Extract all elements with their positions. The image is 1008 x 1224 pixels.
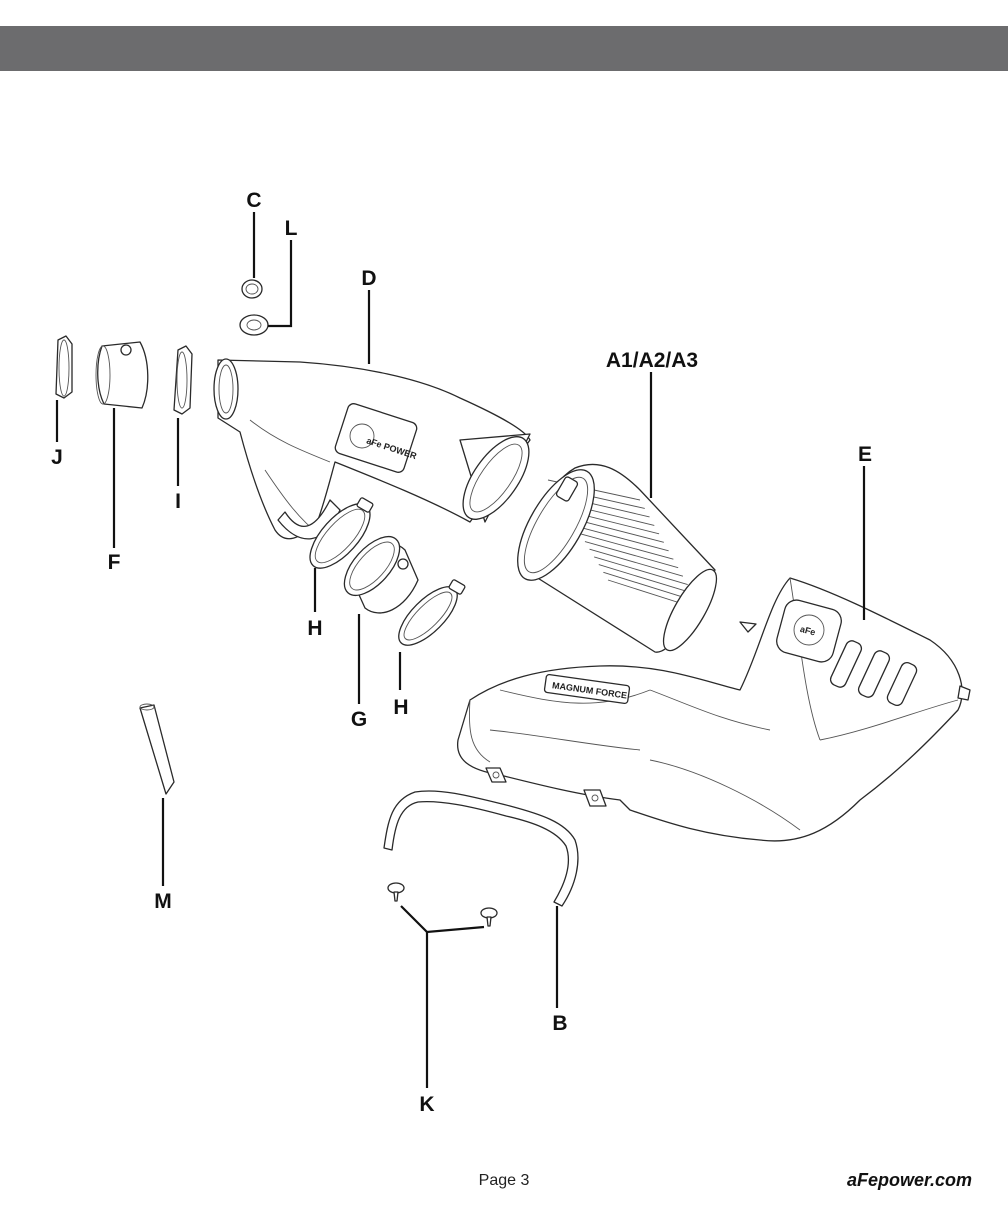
page-number: Page 3: [478, 1172, 530, 1189]
header-bar: [0, 26, 1008, 71]
callout-f: F: [108, 551, 121, 574]
part-j-ring: [55, 335, 73, 399]
callout-l: L: [285, 217, 298, 240]
part-i-ring: [173, 345, 193, 415]
callout-labels: C L D A1/A2/A3 E J F I H G H M B K: [51, 189, 872, 1116]
part-k-push-pins: [387, 882, 498, 927]
callout-m: M: [154, 890, 172, 913]
part-g-coupler: [343, 536, 419, 614]
callout-a1-a2-a3: A1/A2/A3: [606, 349, 698, 372]
part-m-tube: [139, 703, 175, 795]
part-d-intake-tube: aFe POWER: [213, 358, 531, 540]
callout-c: C: [246, 189, 261, 212]
leader-lines: [55, 212, 866, 1088]
lid-logo: aFe: [799, 624, 817, 638]
part-h-clamp-lower: [398, 579, 466, 646]
callout-h-upper: H: [307, 617, 322, 640]
part-h-clamp-upper: [309, 497, 374, 569]
part-f-coupler: [95, 341, 149, 409]
callout-e: E: [858, 443, 872, 466]
part-c-cap: [241, 279, 263, 299]
part-e-airbox: MAGNUM FORCE aFe: [457, 577, 971, 842]
callout-g: G: [351, 708, 367, 731]
callout-j: J: [51, 446, 63, 469]
callout-i: I: [175, 490, 181, 513]
callout-d: D: [361, 267, 376, 290]
part-a-air-filter: [517, 463, 718, 653]
callout-b: B: [552, 1012, 567, 1035]
part-b-support-rod: [383, 790, 579, 907]
part-l-grommet: [239, 314, 269, 336]
callout-k: K: [419, 1093, 434, 1116]
website-link[interactable]: aFepower.com: [846, 1170, 972, 1190]
callout-h-lower: H: [393, 696, 408, 719]
